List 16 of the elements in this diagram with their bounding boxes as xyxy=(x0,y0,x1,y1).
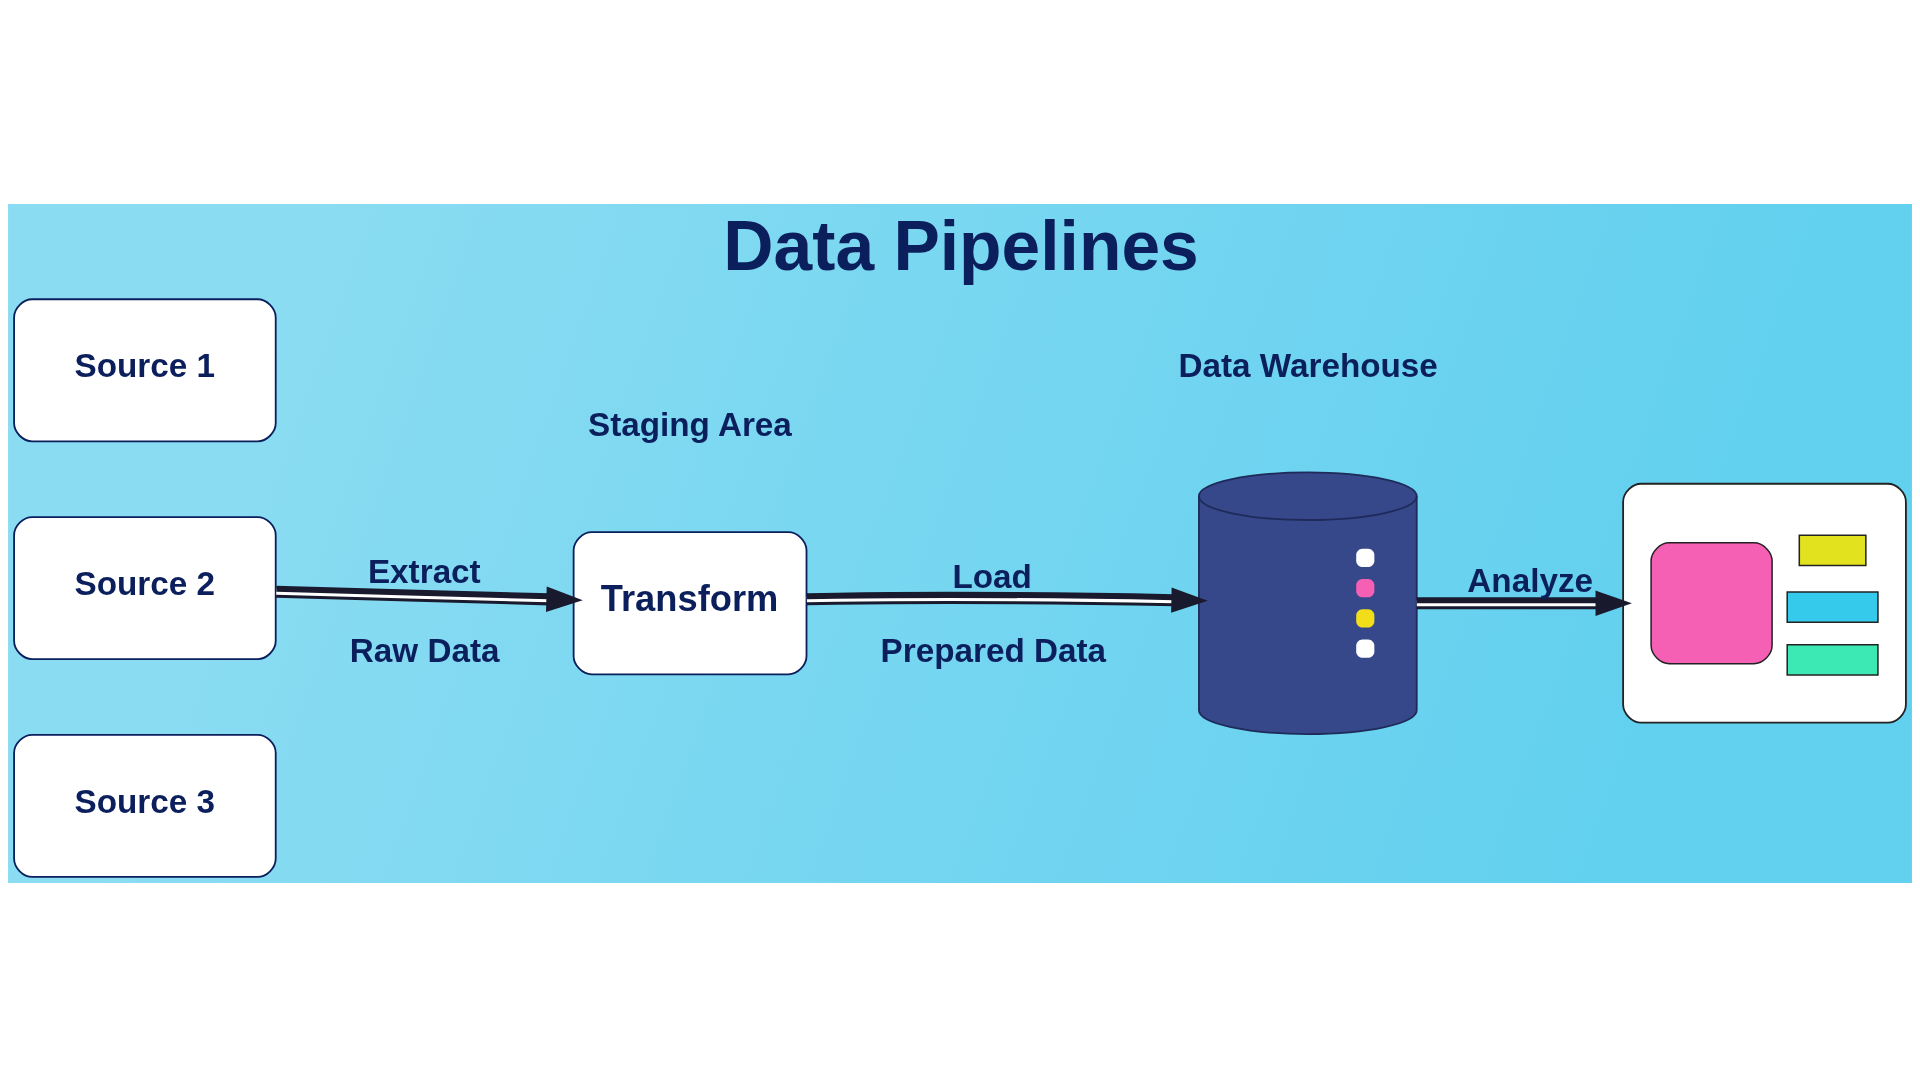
edge-label: Load xyxy=(952,557,1032,595)
node-picture xyxy=(1622,482,1907,724)
node-box: Source 1 xyxy=(13,297,277,442)
node-box: Source 2 xyxy=(13,515,277,660)
edge-label: Extract xyxy=(367,552,481,590)
diagram-title: Data Pipelines xyxy=(723,206,1199,285)
node-label: Data Warehouse xyxy=(1178,346,1438,384)
node-box: Transform xyxy=(572,530,808,675)
arrow xyxy=(1416,590,1632,616)
node-label: Staging Area xyxy=(587,405,792,443)
edge-label: Analyze xyxy=(1467,561,1594,599)
arrow xyxy=(276,585,583,612)
label: Raw Data xyxy=(349,631,500,669)
node-box: Source 3 xyxy=(13,733,277,878)
label: Prepared Data xyxy=(880,631,1107,669)
arrow xyxy=(806,586,1208,613)
